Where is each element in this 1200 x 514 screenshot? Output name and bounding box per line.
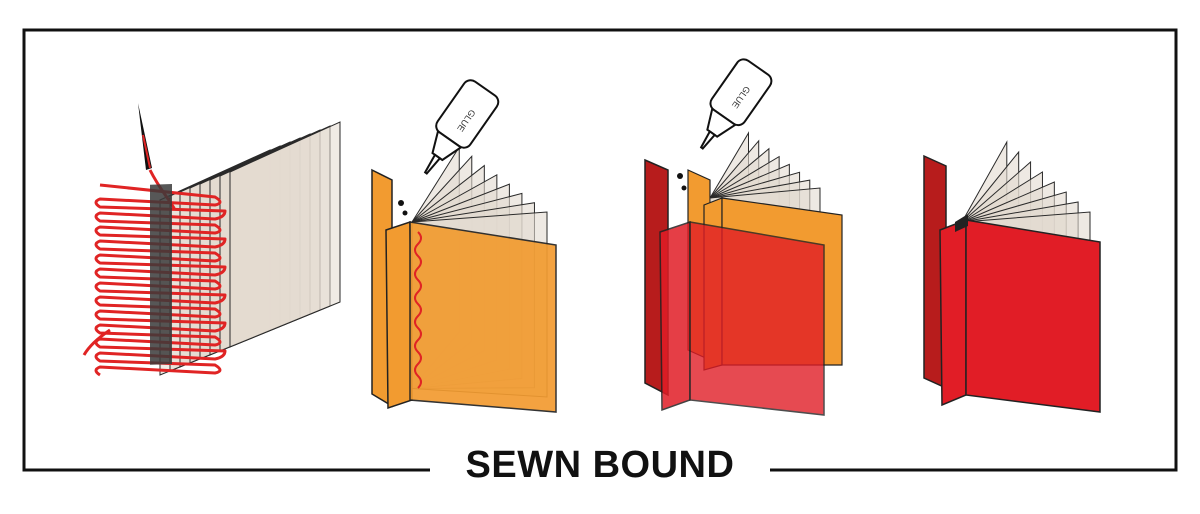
- glue-bottle-icon: GLUE: [423, 79, 500, 175]
- signature-stack: [150, 183, 172, 365]
- diagram-title: SEWN BOUND: [430, 440, 770, 490]
- step-finished-book: [923, 140, 1101, 413]
- page-block-edge: [955, 214, 968, 232]
- cover-spine: [385, 220, 413, 410]
- thread-end: [82, 328, 111, 356]
- step-gluing-to-spine: GLUE: [371, 79, 557, 413]
- glue-drop: [677, 173, 683, 179]
- cover-red-spine: [659, 220, 691, 412]
- cover-red-spine: [939, 218, 967, 407]
- thread-icon: [94, 183, 227, 377]
- cover-red-front: [965, 219, 1101, 413]
- glue-drop: [402, 210, 408, 216]
- step-attaching-cover: GLUE: [644, 58, 843, 416]
- cover-front: [409, 221, 557, 413]
- spine-stitches: [414, 231, 422, 389]
- page: [229, 121, 341, 348]
- step-sewing-signatures: [82, 103, 341, 377]
- cover-red-front: [689, 221, 825, 416]
- needle-icon: [138, 103, 152, 170]
- glue-drop: [398, 200, 404, 206]
- glue-drop: [681, 185, 687, 191]
- glue-bottle-icon: GLUE: [699, 58, 773, 150]
